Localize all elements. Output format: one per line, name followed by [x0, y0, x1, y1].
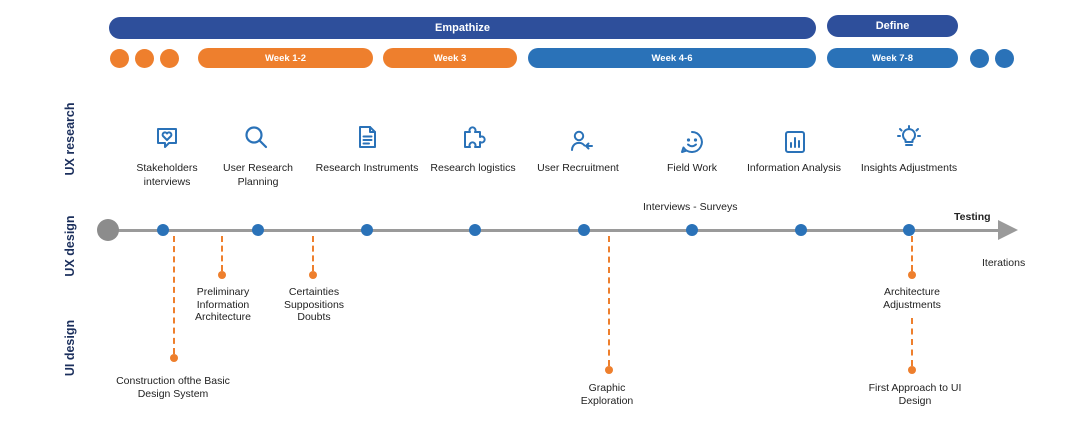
- week-7-8-label: Week 7-8: [871, 52, 913, 64]
- step-label-research-planning: User Research Planning: [222, 162, 294, 188]
- step-label-research-logistics: Research logistics: [430, 162, 516, 174]
- step-label-information-analysis: Information Analysis: [747, 162, 841, 174]
- iterations-label: Iterations: [982, 257, 1026, 269]
- timeline-node-8: [903, 224, 915, 236]
- timeline-node-1: [157, 224, 169, 236]
- timeline-axis: [108, 229, 1003, 232]
- step-label-user-recruitment: User Recruitment: [537, 162, 619, 174]
- heart-chat-icon: [154, 125, 180, 151]
- timeline-node-6: [686, 224, 698, 236]
- document-icon: [354, 124, 380, 150]
- smiley-icon: [679, 129, 705, 155]
- timeline-arrow-icon: [998, 220, 1018, 240]
- phase-empathize-label: Empathize: [434, 22, 490, 34]
- step-label-research-instruments: Research Instruments: [315, 162, 419, 174]
- timeline-start-dot: [97, 219, 119, 241]
- step-label-field-work: Field Work: [667, 162, 717, 174]
- step-label-stakeholders: Stakeholders interviews: [136, 162, 198, 188]
- magnifier-icon: [243, 124, 269, 150]
- puzzle-icon: [461, 124, 487, 150]
- branch-first-approach-label: First Approach to UI Design: [868, 382, 962, 407]
- step-label-insights-adjustments: Insights Adjustments: [860, 162, 958, 174]
- branch-construction-dot: [170, 354, 178, 362]
- week-4-6-label: Week 4-6: [651, 52, 693, 64]
- bar-chart-icon: [782, 129, 808, 155]
- timeline-node-5: [578, 224, 590, 236]
- week-dot-5: [995, 49, 1014, 68]
- week-3-label: Week 3: [433, 52, 467, 64]
- branch-preliminary-dot: [218, 271, 226, 279]
- phase-define: Define: [827, 15, 958, 37]
- timeline-node-3: [361, 224, 373, 236]
- row-label-ux-research: UX research: [63, 102, 77, 176]
- timeline-node-2: [252, 224, 264, 236]
- phase-empathize: Empathize: [109, 17, 816, 39]
- interviews-surveys-note: Interviews - Surveys: [643, 201, 738, 213]
- branch-architecture-label: Architecture Adjustments: [883, 286, 941, 311]
- week-7-8-bar: Week 7-8: [827, 48, 958, 68]
- branch-certainties-dot: [309, 271, 317, 279]
- week-dot-2: [135, 49, 154, 68]
- row-label-ui-design: UI design: [63, 319, 77, 377]
- testing-label: Testing: [954, 211, 991, 223]
- week-dot-4: [970, 49, 989, 68]
- timeline-node-4: [469, 224, 481, 236]
- branch-graphic-line: [608, 236, 610, 366]
- branch-preliminary-label: Preliminary Information Architecture: [194, 286, 252, 323]
- branch-first-approach-dot: [908, 366, 916, 374]
- branch-preliminary-line: [221, 236, 223, 271]
- branch-construction-line: [173, 236, 175, 354]
- branch-construction-label: Construction ofthe Basic Design System: [116, 375, 230, 400]
- phase-define-label: Define: [875, 20, 910, 32]
- branch-architecture-line: [911, 236, 913, 271]
- week-4-6-bar: Week 4-6: [528, 48, 816, 68]
- timeline-node-7: [795, 224, 807, 236]
- branch-certainties-line: [312, 236, 314, 271]
- week-dot-3: [160, 49, 179, 68]
- branch-graphic-dot: [605, 366, 613, 374]
- branch-architecture-dot: [908, 271, 916, 279]
- lightbulb-icon: [896, 124, 922, 150]
- week-dot-1: [110, 49, 129, 68]
- user-recruit-icon: [569, 128, 595, 154]
- week-3-bar: Week 3: [383, 48, 517, 68]
- branch-graphic-label: Graphic Exploration: [580, 382, 634, 407]
- branch-certainties-label: Certainties Suppositions Doubts: [283, 286, 345, 323]
- week-1-2-label: Week 1-2: [264, 52, 306, 64]
- week-1-2-bar: Week 1-2: [198, 48, 373, 68]
- branch-first-approach-line: [911, 318, 913, 366]
